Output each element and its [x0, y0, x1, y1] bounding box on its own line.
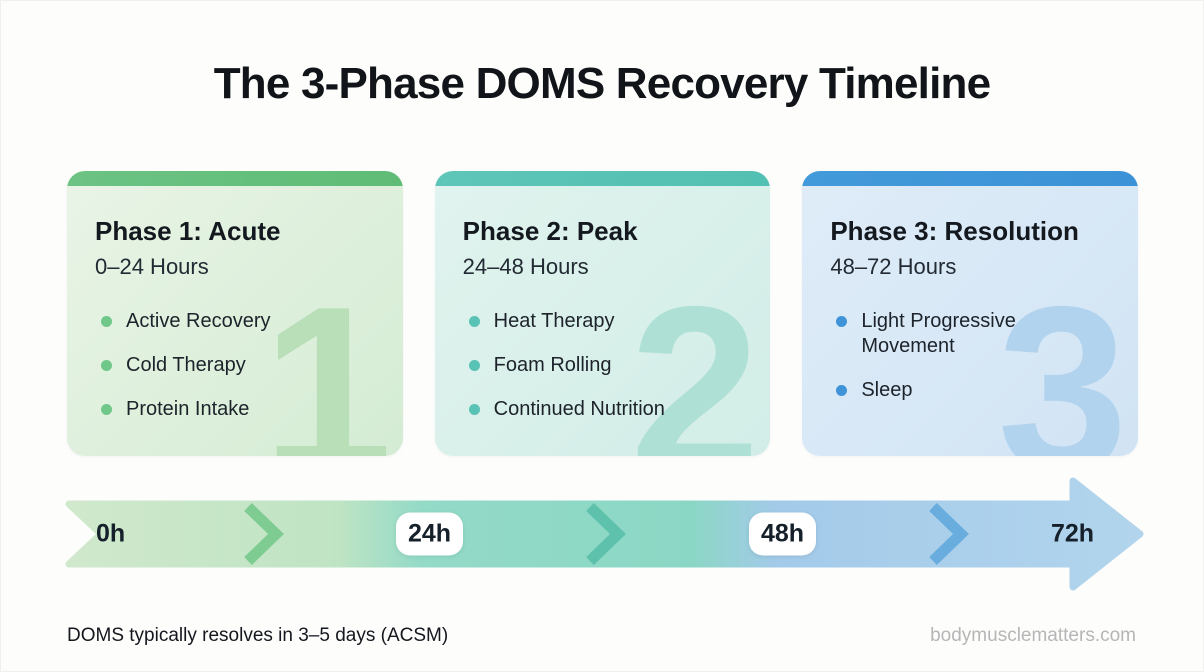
phase-2-title: Phase 2: Peak: [462, 216, 638, 246]
list-item-label: Continued Nutrition: [493, 397, 665, 420]
bullet-dot-icon: [101, 403, 112, 415]
timeline-band: [65, 477, 1144, 591]
list-item: Light Progressive Movement: [830, 309, 1114, 359]
chevron-separator-icon: [929, 503, 969, 565]
page-title: The 3-Phase DOMS Recovery Timeline: [213, 59, 991, 108]
list-item-label: Cold Therapy: [126, 353, 246, 376]
chevron-separator-icon: [244, 503, 284, 565]
timeline-badge-24h: 24h: [396, 512, 464, 556]
phase-1-card-body: Phase 1: Acute 0–24 Hours Active Recover…: [67, 186, 403, 456]
phase-1-range: 0–24 Hours: [95, 253, 209, 279]
phase-1-watermark-number: 1: [261, 257, 393, 456]
phase-2-card-body: Phase 2: Peak 24–48 Hours Heat Therapy F…: [434, 186, 771, 456]
bullet-dot-icon: [468, 315, 480, 327]
phase-cards-row: Phase 1: Acute 0–24 Hours Active Recover…: [67, 171, 1139, 456]
list-item-label: Sleep: [861, 378, 913, 401]
list-item: Protein Intake: [95, 397, 379, 422]
bullet-dot-icon: [101, 315, 112, 327]
list-item: Foam Rolling: [463, 353, 747, 378]
phase-2-card: Phase 2: Peak 24–48 Hours Heat Therapy F…: [434, 171, 771, 456]
phase-3-accent-bar: [802, 171, 1139, 186]
phase-2-watermark-number: 2: [629, 257, 761, 456]
phase-1-card: Phase 1: Acute 0–24 Hours Active Recover…: [67, 171, 403, 456]
bullet-dot-icon: [101, 359, 112, 371]
list-item: Heat Therapy: [463, 309, 747, 334]
list-item-label: Light Progressive Movement: [861, 309, 1016, 357]
timeline-badge-48h: 48h: [749, 512, 817, 556]
chevron-separator-icon: [586, 503, 626, 565]
phase-2-accent-bar: [434, 171, 771, 186]
timeline-label-0h: 0h: [96, 519, 126, 548]
bullet-dot-icon: [836, 315, 848, 327]
phase-1-list: Active Recovery Cold Therapy Protein Int…: [95, 309, 379, 422]
phase-3-watermark-number: 3: [997, 257, 1128, 456]
list-item: Sleep: [830, 378, 1114, 403]
timeline-arrow: 0h 24h 48h 72h: [1, 471, 1203, 601]
list-item: Active Recovery: [95, 309, 379, 334]
footer-website: bodymusclematters.com: [930, 625, 1136, 646]
phase-3-card-body: Phase 3: Resolution 48–72 Hours Light Pr…: [802, 186, 1139, 456]
footer-note: DOMS typically resolves in 3–5 days (ACS…: [67, 625, 449, 646]
bullet-dot-icon: [468, 403, 480, 415]
phase-1-title: Phase 1: Acute: [95, 216, 281, 246]
phase-3-title: Phase 3: Resolution: [830, 216, 1079, 246]
bullet-dot-icon: [836, 384, 848, 396]
phase-2-range: 24–48 Hours: [462, 253, 589, 279]
list-item-label: Active Recovery: [126, 309, 271, 332]
phase-3-range: 48–72 Hours: [830, 253, 957, 279]
list-item-label: Protein Intake: [126, 397, 250, 420]
list-item: Continued Nutrition: [463, 397, 747, 422]
phase-3-card: Phase 3: Resolution 48–72 Hours Light Pr…: [802, 171, 1139, 456]
list-item-label: Heat Therapy: [493, 309, 615, 332]
phase-2-list: Heat Therapy Foam Rolling Continued Nutr…: [463, 309, 747, 422]
list-item: Cold Therapy: [95, 353, 379, 378]
timeline-label-72h: 72h: [1051, 519, 1095, 548]
bullet-dot-icon: [468, 359, 480, 371]
phase-3-list: Light Progressive Movement Sleep: [830, 309, 1114, 403]
timeline-arrow-graphic: [65, 477, 1144, 591]
phase-1-accent-bar: [67, 171, 403, 186]
list-item-label: Foam Rolling: [493, 353, 612, 376]
